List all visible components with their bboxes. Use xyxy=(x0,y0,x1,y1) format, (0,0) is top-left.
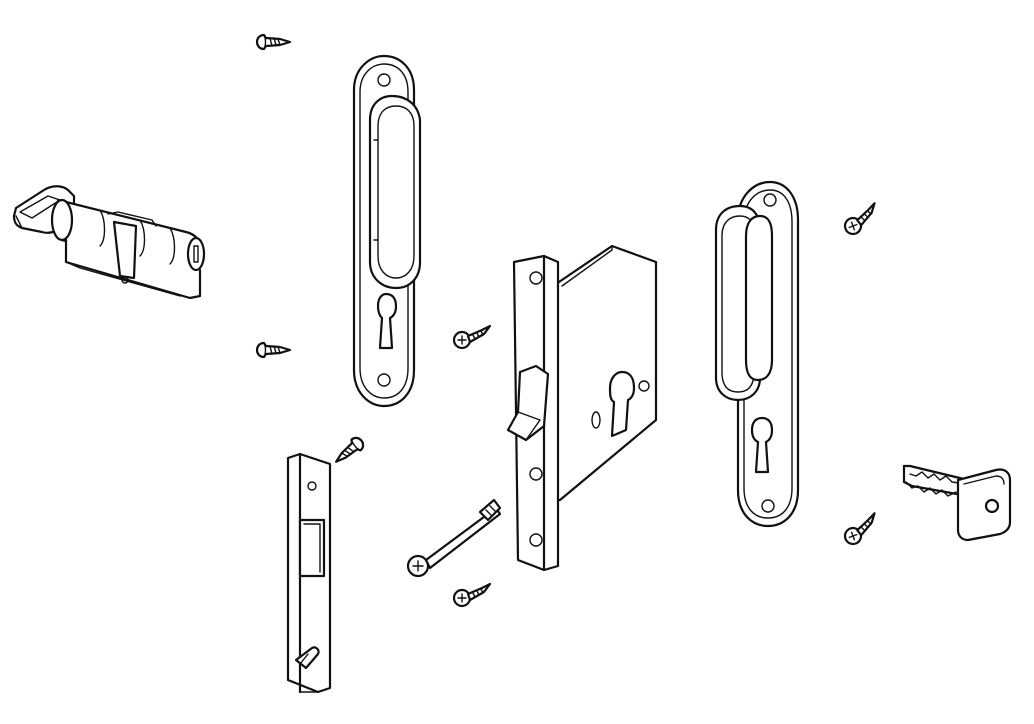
phillips-screw-right-bottom xyxy=(839,512,884,548)
phillips-screw-right-top xyxy=(839,202,884,238)
wood-screw-strike-top xyxy=(330,434,367,469)
wood-screw-mid-left xyxy=(255,341,292,359)
cylinder-fixing-screw xyxy=(406,498,502,578)
phillips-screw-bottom xyxy=(452,582,492,608)
flush-pull-handle-front xyxy=(352,54,422,408)
wood-screw-top-left xyxy=(255,33,292,51)
key xyxy=(902,464,1012,542)
euro-profile-cylinder-with-thumbturn xyxy=(12,185,206,300)
flush-pull-handle-back xyxy=(714,180,800,528)
phillips-screw-center xyxy=(452,324,492,350)
strike-plate xyxy=(286,452,332,694)
sliding-door-hook-lock-body xyxy=(506,244,658,572)
